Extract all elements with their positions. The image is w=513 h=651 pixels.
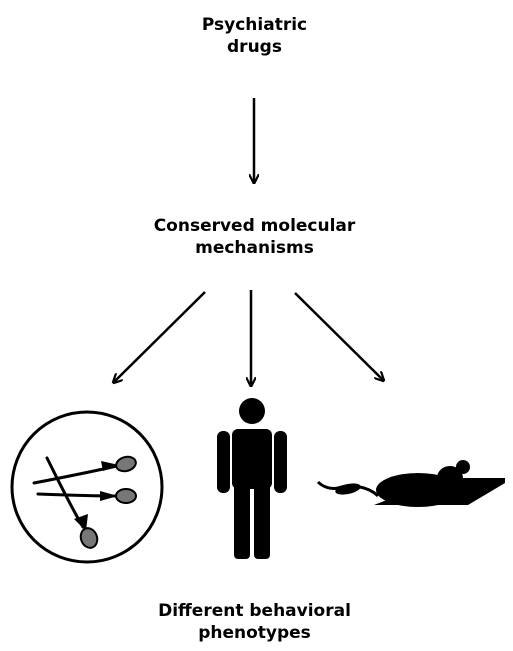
node-behavioral-phenotypes-line2: phenotypes <box>0 622 511 644</box>
node-behavioral-phenotypes-line1: Different behavioral <box>0 600 511 622</box>
worms-in-circle-icon <box>12 412 162 562</box>
node-behavioral-phenotypes: Different behavioral phenotypes <box>0 600 511 644</box>
node-conserved-mechanisms: Conserved molecular mechanisms <box>0 215 511 259</box>
node-psychiatric-drugs-line1: Psychiatric <box>0 14 511 36</box>
mouse-icon <box>318 460 505 507</box>
node-psychiatric-drugs: Psychiatric drugs <box>0 14 511 58</box>
arrow-mechanisms-to-mouse <box>295 293 383 380</box>
node-conserved-mechanisms-line2: mechanisms <box>0 237 511 259</box>
human-figure-icon <box>217 398 287 559</box>
node-psychiatric-drugs-line2: drugs <box>0 36 511 58</box>
arrow-mechanisms-to-worms <box>114 292 205 382</box>
node-conserved-mechanisms-line1: Conserved molecular <box>0 215 511 237</box>
